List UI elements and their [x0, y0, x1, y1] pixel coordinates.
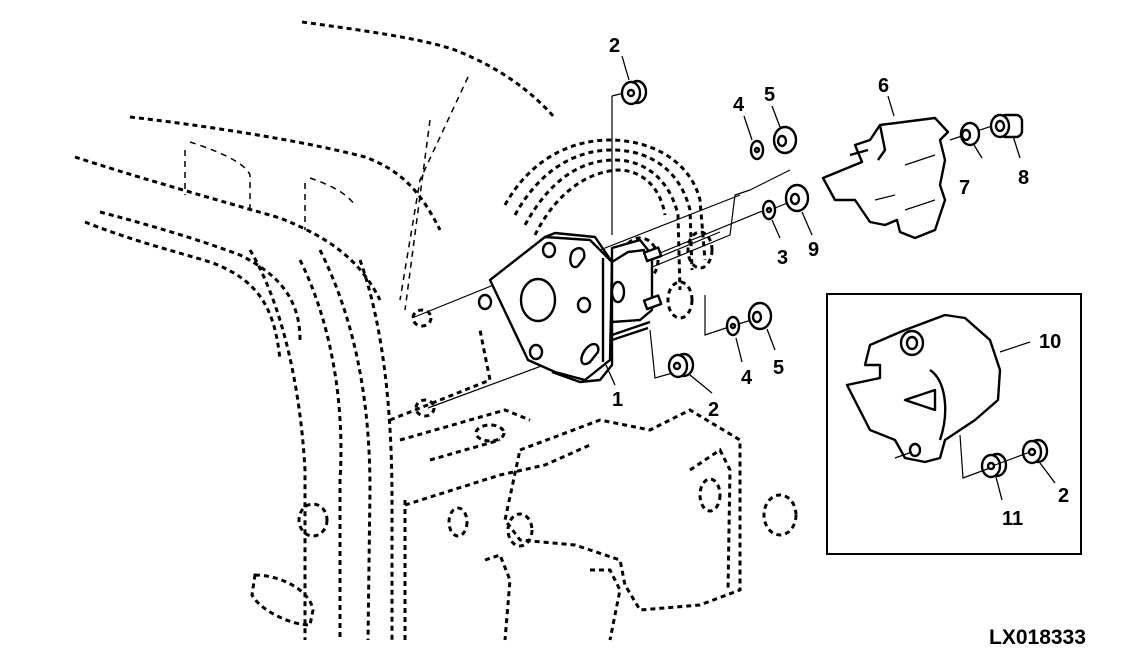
callout-2-top: 2	[609, 35, 620, 57]
figure-id: LX018333	[989, 626, 1086, 649]
callout-4-mid: 4	[741, 367, 753, 389]
callout-8: 8	[1018, 167, 1029, 189]
part-10-boot-cover-alternate	[845, 313, 1031, 464]
part-7-nut	[959, 121, 981, 147]
callout-9: 9	[808, 239, 819, 261]
part-2-nut-inset	[1021, 438, 1049, 465]
inset-assembly-lines	[894, 434, 1031, 479]
part-5-nut-top	[772, 125, 798, 155]
part-2-nut-top	[620, 79, 648, 106]
callout-10: 10	[1039, 331, 1061, 353]
callout-leaders	[605, 55, 1056, 501]
part-9-nut	[784, 183, 810, 213]
callout-7: 7	[959, 177, 970, 199]
machine-frame-outline	[74, 20, 798, 641]
callout-11: 11	[1002, 508, 1023, 530]
part-4-washer-top	[749, 139, 765, 161]
part-11-spacer	[980, 452, 1008, 479]
part-5-nut-mid	[747, 301, 773, 331]
callout-5-top: 5	[764, 84, 775, 106]
callout-6: 6	[878, 75, 889, 97]
callout-labels: 2 4 5 6 7 8 3 9 1 2 4 5 10 11 2	[609, 35, 1069, 530]
callout-5-mid: 5	[773, 357, 784, 379]
callout-1: 1	[612, 389, 623, 411]
part-3-washer	[761, 199, 777, 221]
callout-4-top: 4	[733, 94, 745, 116]
callout-2-inset: 2	[1058, 485, 1069, 507]
part-4-washer-mid	[725, 315, 741, 337]
inset-frame	[826, 293, 1082, 555]
part-2-nut-mid	[667, 352, 695, 379]
callout-3: 3	[777, 247, 788, 269]
callout-2-mid: 2	[708, 399, 719, 421]
part-1-bracket	[477, 231, 663, 384]
part-6-boot-cover	[821, 116, 950, 240]
part-8-cap	[989, 113, 1024, 139]
